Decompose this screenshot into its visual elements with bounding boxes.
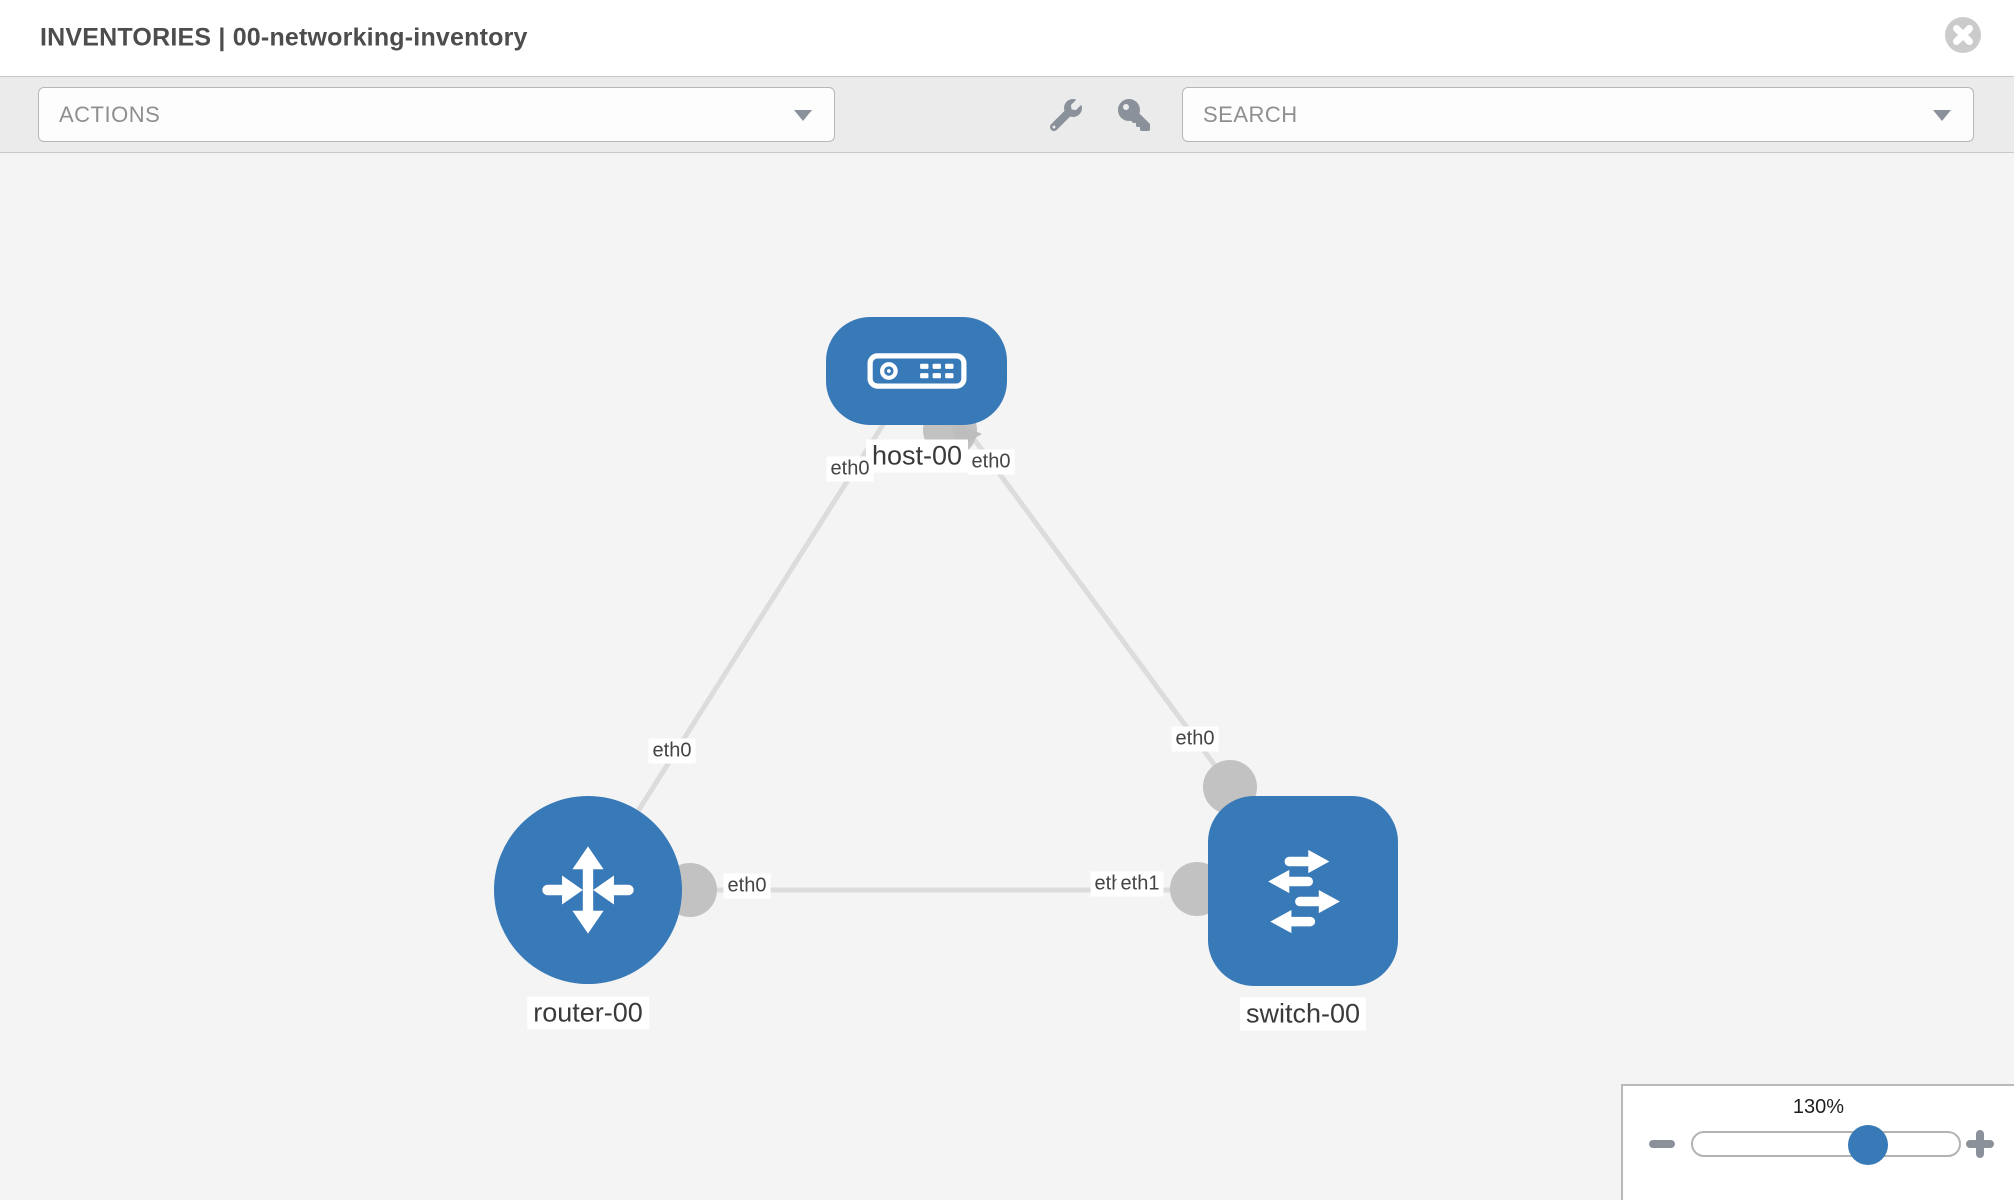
wrench-icon[interactable] xyxy=(1049,99,1082,132)
toolbar: ACTIONS xyxy=(0,76,2014,153)
node-label-switch-00: switch-00 xyxy=(1239,997,1367,1031)
header: INVENTORIES | 00-networking-inventory xyxy=(0,0,2014,76)
iface-label-router-to-switch: eth0 xyxy=(723,873,771,899)
iface-label-host-to-switch: eth0 xyxy=(967,449,1015,475)
search-dropdown[interactable] xyxy=(1182,87,1974,142)
zoom-value: 130% xyxy=(1792,1096,1845,1118)
node-label-router-00: router-00 xyxy=(527,996,649,1030)
key-icon[interactable] xyxy=(1118,99,1150,131)
node-label-host-00: host-00 xyxy=(865,439,969,473)
zoom-slider[interactable] xyxy=(1691,1125,1961,1165)
iface-label-router-to-host: eth0 xyxy=(648,738,696,764)
search-input[interactable] xyxy=(1183,101,1855,128)
iface-label-switch-to-host: eth0 xyxy=(1171,726,1219,752)
page-title: INVENTORIES | 00-networking-inventory xyxy=(40,23,528,52)
topology-canvas[interactable]: host-00 router-00 switch-00 eth0 eth0 et… xyxy=(0,153,2014,1200)
node-host-00[interactable] xyxy=(826,317,1007,425)
close-icon[interactable] xyxy=(1944,16,1982,54)
node-router-00[interactable] xyxy=(494,796,682,984)
zoom-out-icon[interactable] xyxy=(1649,1140,1675,1148)
server-icon xyxy=(867,353,966,389)
node-switch-00[interactable] xyxy=(1208,796,1398,986)
zoom-panel: 130% xyxy=(1621,1084,2014,1200)
switch-icon xyxy=(1268,849,1340,934)
actions-dropdown-label: ACTIONS xyxy=(59,101,161,127)
chevron-down-icon xyxy=(794,109,812,121)
iface-label-switch-to-router: eth1 xyxy=(1116,871,1164,897)
zoom-in-icon[interactable] xyxy=(1966,1130,1994,1158)
edge-layer xyxy=(585,369,1303,917)
iface-label-host-to-router: eth0 xyxy=(826,456,874,482)
actions-dropdown[interactable]: ACTIONS xyxy=(38,87,835,142)
chevron-down-icon xyxy=(1933,109,1951,121)
zoom-slider-handle[interactable] xyxy=(1848,1125,1888,1165)
router-icon xyxy=(542,846,634,934)
